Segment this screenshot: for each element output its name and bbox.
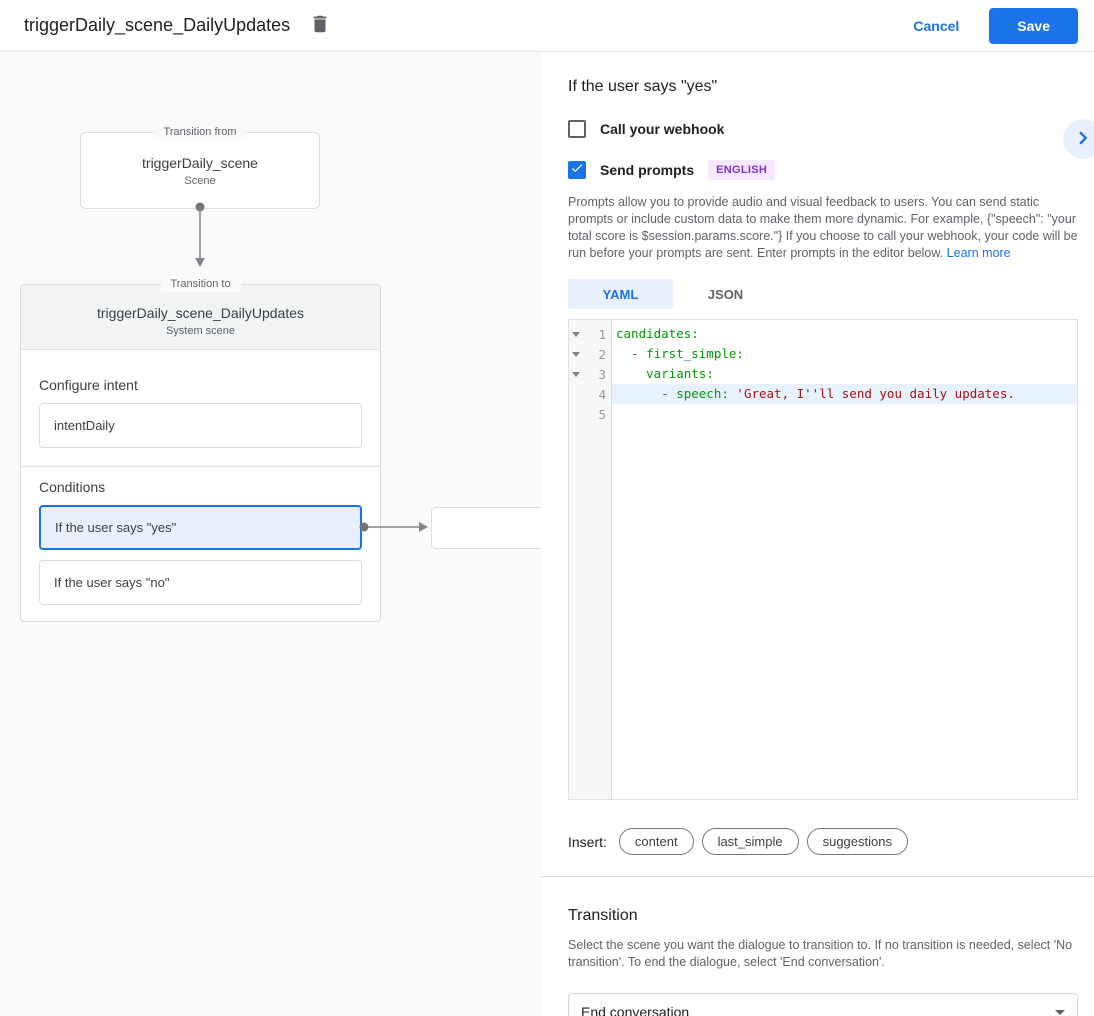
insert-suggestions-button[interactable]: suggestions bbox=[806, 828, 908, 855]
transition-from-box[interactable]: Transition from triggerDaily_scene Scene bbox=[80, 125, 320, 209]
gutter-row: 4 bbox=[569, 384, 611, 404]
fold-toggle[interactable] bbox=[569, 331, 583, 337]
from-scene-name: triggerDaily_scene bbox=[142, 155, 258, 171]
code-line-4-active[interactable]: - speech: 'Great, I''ll send you daily u… bbox=[612, 384, 1077, 404]
condition-editor-panel: If the user says "yes" Call your webhook… bbox=[541, 52, 1094, 1016]
line-number: 4 bbox=[598, 386, 606, 402]
dropdown-caret-icon bbox=[1055, 1009, 1065, 1015]
delete-button[interactable] bbox=[308, 14, 332, 38]
chevron-right-icon bbox=[1072, 127, 1094, 152]
line-number: 1 bbox=[598, 326, 606, 342]
condition-item-yes[interactable]: If the user says "yes" bbox=[39, 505, 362, 550]
transition-to-box: Transition to triggerDaily_scene_DailyUp… bbox=[20, 277, 381, 622]
panel-heading: If the user says "yes" bbox=[568, 78, 718, 95]
send-prompts-row: Send prompts ENGLISH bbox=[568, 160, 1078, 180]
section-divider bbox=[541, 876, 1094, 877]
insert-row: Insert: content last_simple suggestions bbox=[568, 828, 1078, 855]
fold-arrow-icon bbox=[572, 331, 580, 337]
to-scene-header[interactable]: triggerDaily_scene_DailyUpdates System s… bbox=[21, 285, 380, 350]
page-title: triggerDaily_scene_DailyUpdates bbox=[24, 15, 291, 35]
yaml-key: variants: bbox=[616, 366, 714, 381]
code-line-3[interactable]: variants: bbox=[612, 364, 1077, 384]
yaml-key: candidates: bbox=[616, 326, 699, 341]
gutter-row: 2 bbox=[569, 344, 611, 364]
transition-description: Select the scene you want the dialogue t… bbox=[568, 938, 1073, 969]
yaml-key: - first_simple: bbox=[616, 346, 744, 361]
transition-select[interactable]: End conversation bbox=[568, 993, 1078, 1016]
fold-toggle[interactable] bbox=[569, 351, 583, 357]
code-line-1[interactable]: candidates: bbox=[612, 324, 1077, 344]
transition-select-value: End conversation bbox=[581, 1004, 690, 1016]
topbar: triggerDaily_scene_DailyUpdates Cancel S… bbox=[0, 0, 1094, 52]
condition-target-box[interactable] bbox=[431, 507, 541, 549]
webhook-row: Call your webhook bbox=[568, 120, 1078, 138]
scene-diagram-panel: Transition from triggerDaily_scene Scene… bbox=[0, 52, 541, 1016]
editor-gutter: 1 2 3 4 5 bbox=[569, 320, 612, 799]
send-prompts-label: Send prompts bbox=[600, 162, 695, 178]
prompt-code-editor[interactable]: 1 2 3 4 5 can bbox=[568, 319, 1078, 800]
transition-to-legend: Transition to bbox=[160, 277, 241, 292]
line-number: 5 bbox=[598, 406, 606, 422]
webhook-checkbox[interactable] bbox=[568, 120, 586, 138]
editor-format-tabs: YAML JSON bbox=[568, 279, 1078, 309]
collapse-panel-button[interactable] bbox=[1063, 119, 1094, 159]
to-scene-type: System scene bbox=[165, 325, 236, 337]
line-number: 2 bbox=[598, 346, 606, 362]
yaml-key: - speech: bbox=[616, 386, 737, 401]
editor-code-area[interactable]: candidates: - first_simple: variants: - … bbox=[612, 320, 1077, 799]
insert-last-simple-button[interactable]: last_simple bbox=[701, 828, 799, 855]
conditions-label: Conditions bbox=[39, 479, 106, 495]
cancel-button[interactable]: Cancel bbox=[913, 17, 960, 34]
send-prompts-checkbox[interactable] bbox=[568, 161, 586, 179]
gutter-row: 1 bbox=[569, 324, 611, 344]
language-badge: ENGLISH bbox=[708, 160, 776, 180]
line-number: 3 bbox=[598, 366, 606, 382]
configure-intent-label: Configure intent bbox=[39, 377, 138, 393]
intent-conditions-divider bbox=[21, 466, 380, 467]
code-line-5[interactable] bbox=[612, 404, 1077, 424]
intent-item[interactable]: intentDaily bbox=[39, 403, 362, 448]
tab-json[interactable]: JSON bbox=[707, 286, 744, 302]
save-button[interactable]: Save bbox=[989, 7, 1078, 44]
condition-item-no[interactable]: If the user says "no" bbox=[39, 560, 362, 605]
learn-more-link[interactable]: Learn more bbox=[946, 246, 1011, 260]
fold-arrow-icon bbox=[572, 371, 580, 377]
transition-from-legend: Transition from bbox=[153, 125, 247, 140]
gutter-row: 3 bbox=[569, 364, 611, 384]
prompts-description: Prompts allow you to provide audio and v… bbox=[568, 194, 1078, 262]
checkmark-icon bbox=[570, 161, 584, 180]
transition-heading: Transition bbox=[568, 907, 638, 924]
insert-content-button[interactable]: content bbox=[618, 828, 694, 855]
prompts-description-text: Prompts allow you to provide audio and v… bbox=[568, 195, 1078, 260]
insert-label: Insert: bbox=[568, 833, 607, 850]
fold-arrow-icon bbox=[572, 351, 580, 357]
trash-icon bbox=[309, 13, 331, 38]
code-line-2[interactable]: - first_simple: bbox=[612, 344, 1077, 364]
from-scene-type: Scene bbox=[184, 175, 216, 187]
to-scene-name: triggerDaily_scene_DailyUpdates bbox=[97, 305, 304, 321]
fold-toggle[interactable] bbox=[569, 371, 583, 377]
yaml-string: 'Great, I''ll send you daily updates. bbox=[736, 386, 1015, 401]
gutter-row: 5 bbox=[569, 404, 611, 424]
webhook-label: Call your webhook bbox=[600, 121, 725, 137]
tab-yaml[interactable]: YAML bbox=[568, 279, 673, 309]
